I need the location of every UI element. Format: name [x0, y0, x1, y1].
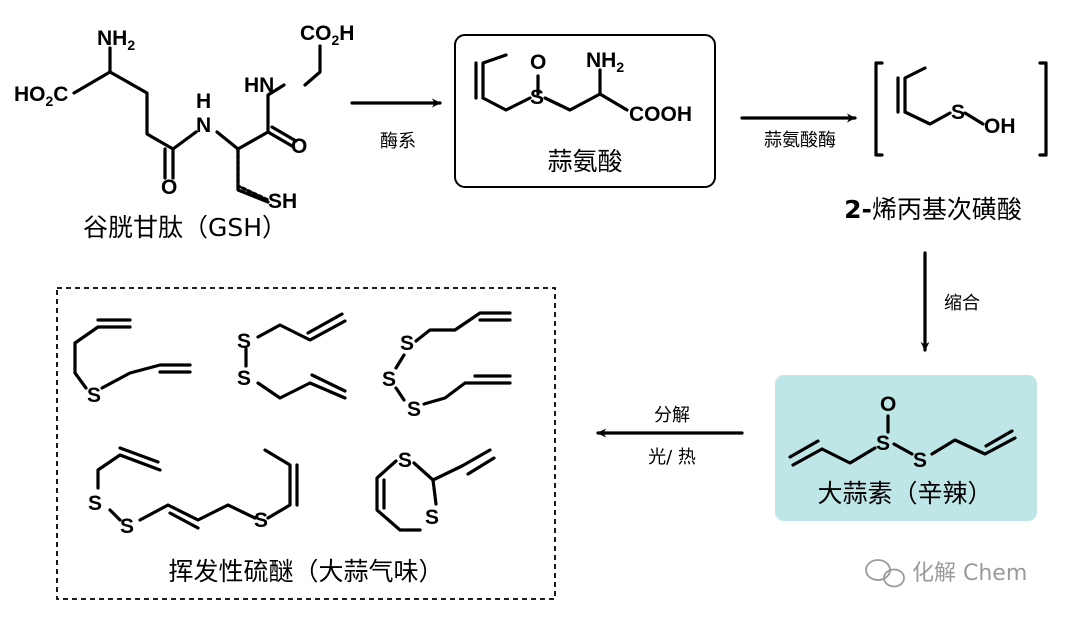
arrow-decomposition: 分解 光/ 热 [596, 405, 744, 468]
allicin-o-label: O [880, 393, 896, 416]
diallyl-sulfide: S [73, 318, 192, 407]
allicin-box: O S S 大蒜素（辛辣） [775, 375, 1037, 521]
volatile-2-s1-label: S [237, 330, 251, 353]
gsh-hn-label: HN [244, 74, 274, 97]
wechat-icon [865, 559, 905, 588]
volatile-sulfides-box: S S S S S S [56, 287, 556, 600]
arrow-condensation: 缩合 [920, 251, 980, 352]
allicin-s2-label: S [913, 449, 927, 472]
arrow-alliinase-label: 蒜氨酸酶 [764, 130, 836, 151]
arrow-alliinase: 蒜氨酸酶 [740, 113, 857, 151]
allicin-caption: 大蒜素（辛辣） [817, 479, 992, 508]
alliin-cooh-label: COOH [629, 103, 692, 126]
allicin-s1-label: S [876, 432, 890, 455]
gsh-caption: 谷胱甘肽（GSH） [83, 213, 287, 242]
sulfenic-s-label: S [951, 101, 965, 124]
arrow-decomposition-top-label: 分解 [654, 405, 690, 426]
sulfenic-acid-structure: S OH 2-烯丙基次磺酸 [844, 61, 1048, 224]
alliin-s-label: S [530, 86, 544, 109]
glutathione-structure: NH2 HO2C H N HN CO2H O O SH 谷胱甘肽（GSH） [14, 22, 354, 242]
alliin-caption: 蒜氨酸 [547, 147, 622, 176]
gsh-co2h-label: CO2H [300, 22, 354, 48]
volatile-3-s1-label: S [400, 332, 414, 355]
arrow-decomposition-bottom-label: 光/ 热 [648, 447, 696, 468]
gsh-nh2-label: NH2 [97, 27, 135, 53]
watermark: 化解 Chem [865, 559, 1027, 588]
alliin-box: O S NH2 COOH 蒜氨酸 [454, 34, 716, 188]
gsh-sh-label: SH [268, 190, 297, 213]
gsh-ho2c-label: HO2C [14, 83, 68, 109]
volatile-4-s2-label: S [120, 515, 134, 538]
volatile-5-s1-label: S [398, 449, 412, 472]
vinyl-dithiin: S S [375, 448, 496, 532]
arrow-condensation-label: 缩合 [944, 293, 980, 314]
gsh-o-left-label: O [161, 176, 177, 199]
arrow-enzyme-system-label: 酶系 [380, 131, 416, 152]
watermark-text: 化解 Chem [912, 561, 1027, 586]
gsh-nh-h-label: H [196, 90, 211, 113]
gsh-o-right-label: O [291, 135, 307, 158]
volatile-1-s-label: S [87, 384, 101, 407]
arrow-enzyme-system: 酶系 [350, 98, 442, 152]
diallyl-trisulfide: S S S [382, 311, 512, 421]
gsh-atom-labels: NH2 HO2C H N HN CO2H O O SH [14, 22, 354, 213]
alliin-o-label: O [530, 51, 546, 74]
volatile-5-s2-label: S [425, 506, 439, 529]
gsh-nh-n-label: N [196, 114, 211, 137]
volatile-4-s1-label: S [88, 492, 102, 515]
volatiles-caption: 挥发性硫醚（大蒜气味） [168, 557, 443, 586]
diallyl-disulfide: S S [237, 312, 347, 400]
allyl-propenyl-trisulfide: S S S [88, 446, 299, 538]
alliin-nh2-label: NH2 [586, 49, 624, 75]
volatile-3-s2-label: S [382, 368, 396, 391]
volatile-3-s3-label: S [407, 398, 421, 421]
volatile-4-s3-label: S [254, 509, 268, 532]
volatile-2-s2-label: S [237, 367, 251, 390]
sulfenic-caption: 2-烯丙基次磺酸 [844, 195, 1022, 224]
sulfenic-oh-label: OH [984, 115, 1016, 138]
